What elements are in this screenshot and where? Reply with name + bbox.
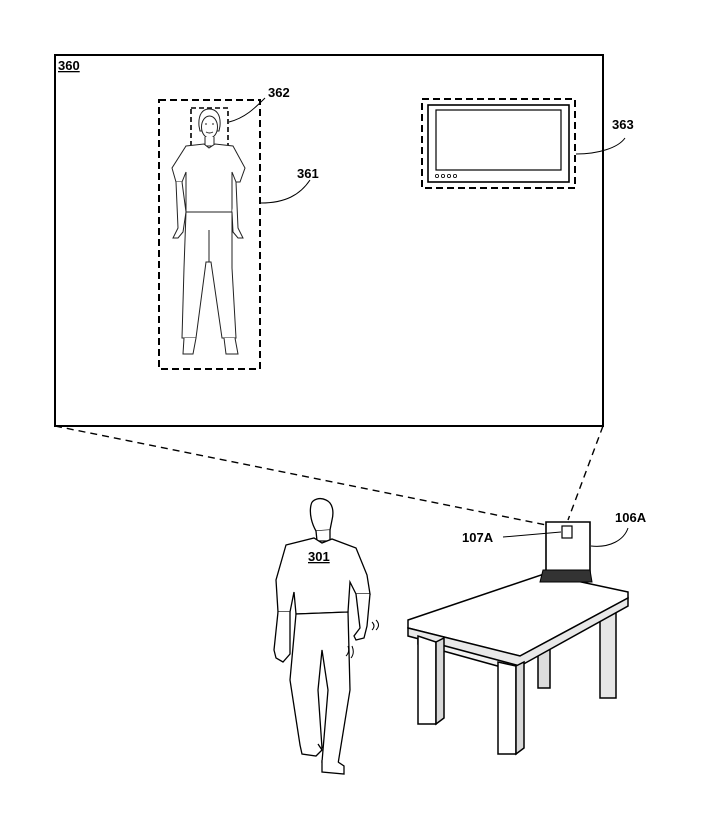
label-361: 361	[297, 166, 319, 181]
label-107A: 107A	[462, 530, 494, 545]
leader-363	[575, 137, 626, 155]
leader-107A	[502, 531, 562, 538]
laptop-device-icon	[539, 521, 593, 583]
fov-line-right	[567, 425, 604, 521]
walking-person-icon	[273, 498, 371, 775]
television-icon	[427, 104, 570, 183]
label-362: 362	[268, 85, 290, 100]
captured-frame	[54, 54, 604, 427]
label-363: 363	[612, 117, 634, 132]
table-icon	[407, 573, 629, 756]
person-figure-icon	[171, 108, 246, 355]
motion-marks	[345, 619, 379, 659]
person-bounding-box	[158, 99, 261, 370]
leader-361	[260, 179, 311, 204]
face-bounding-box	[190, 107, 229, 147]
fov-line-left	[54, 425, 557, 528]
label-106A: 106A	[615, 510, 647, 525]
leader-362	[228, 97, 266, 123]
label-360: 360	[58, 58, 80, 73]
leader-106A	[590, 527, 629, 547]
label-301: 301	[308, 549, 330, 564]
